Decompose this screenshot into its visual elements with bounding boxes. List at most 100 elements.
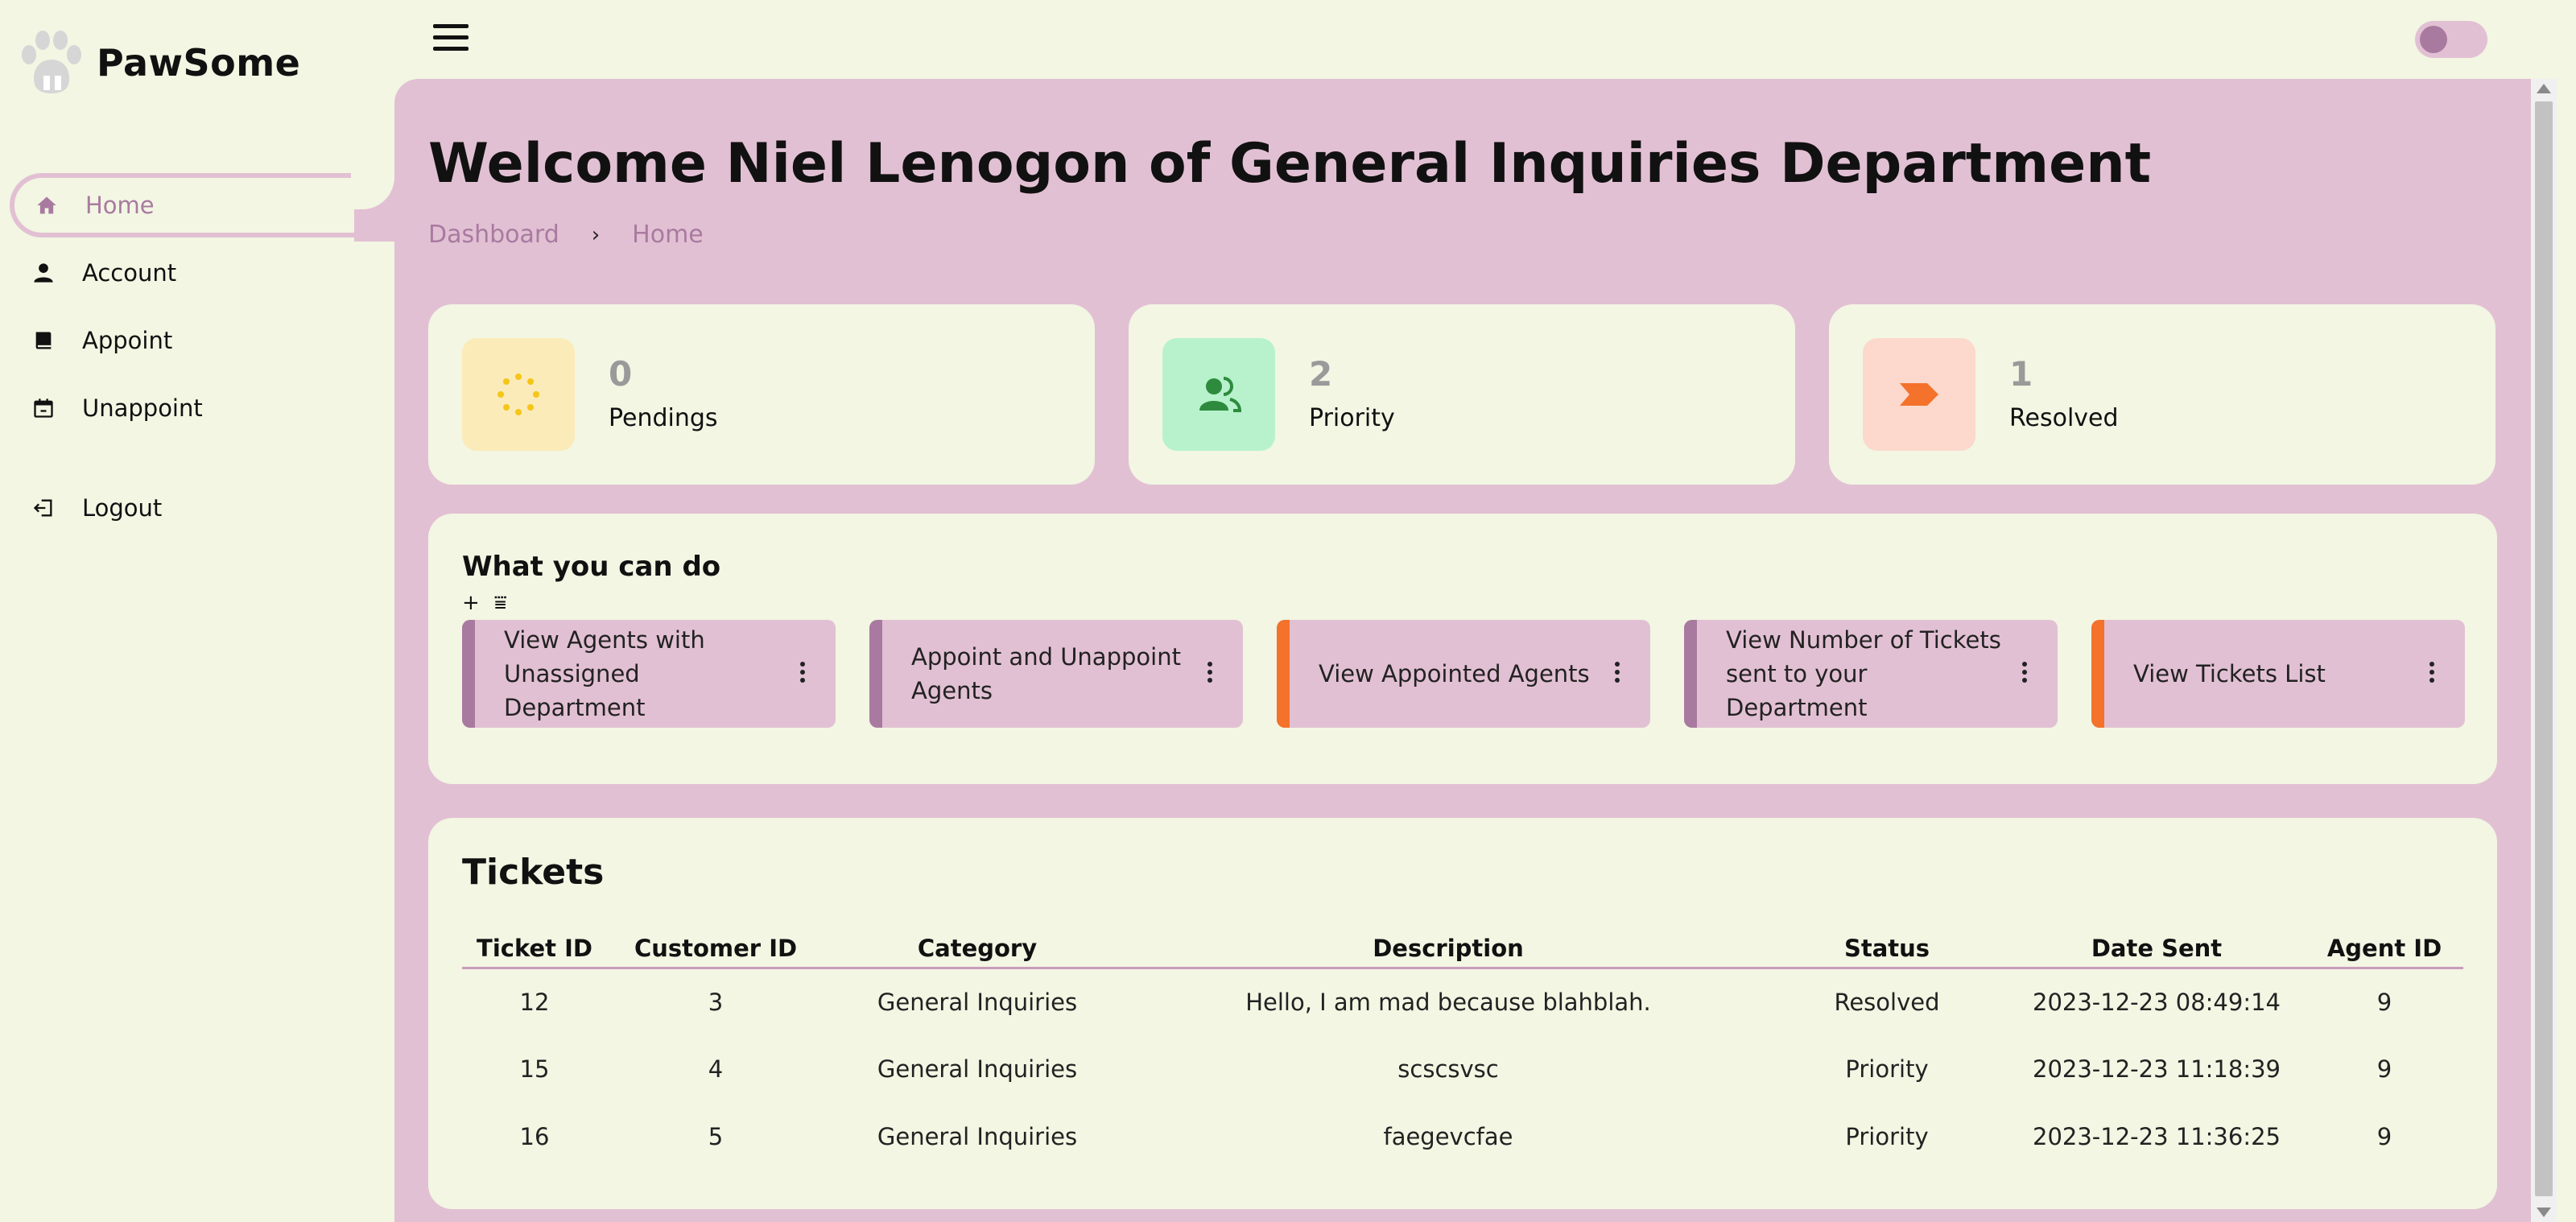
breadcrumb: Dashboard › Home [428, 221, 704, 249]
stat-label: Resolved [2009, 404, 2119, 432]
action-label: View Agents with Unassigned Department [504, 626, 705, 721]
cell-customer-id: 4 [708, 1055, 724, 1083]
column-header[interactable]: Category [824, 931, 1130, 969]
table-header-row: Ticket ID Customer ID Category Descripti… [462, 931, 2463, 969]
stat-card-priority: 2 Priority [1129, 304, 1795, 485]
breadcrumb-separator: › [591, 222, 601, 247]
sidebar-item-home[interactable]: Home [10, 173, 390, 237]
stat-icon-box [1863, 338, 1975, 451]
tile-accent [1277, 620, 1290, 728]
stat-value: 2 [1309, 354, 1333, 394]
action-tile[interactable]: Appoint and Unappoint Agents [869, 620, 1243, 728]
cell-date-sent: 2023-12-23 11:36:25 [2033, 1123, 2281, 1150]
tile-accent [2091, 620, 2104, 728]
cell-ticket-id: 16 [519, 1123, 550, 1150]
scroll-down-arrow-icon[interactable] [2537, 1208, 2551, 1217]
cell-status: Priority [1845, 1055, 1929, 1083]
actions-card: What you can do + ⩸ View Agents with Una… [428, 514, 2497, 784]
stat-label: Pendings [609, 404, 718, 432]
calendar-icon [34, 398, 53, 418]
cell-agent-id: 9 [2376, 1055, 2392, 1083]
stat-card-pendings: 0 Pendings [428, 304, 1095, 485]
main-panel: Welcome Niel Lenogon of General Inquirie… [394, 79, 2531, 1222]
tickets-table: Ticket ID Customer ID Category Descripti… [462, 931, 2463, 1170]
column-header[interactable]: Ticket ID [462, 931, 607, 969]
logout-button[interactable]: Logout [0, 476, 394, 540]
sidebar-item-label: Home [85, 192, 155, 219]
action-tile[interactable]: View Agents with Unassigned Department [462, 620, 836, 728]
table-row[interactable]: 16 5 General Inquiries faegevcfae Priori… [462, 1103, 2463, 1170]
home-icon [37, 196, 56, 214]
brand-name: PawSome [97, 41, 301, 85]
cell-category: General Inquiries [877, 1055, 1078, 1083]
breadcrumb-home[interactable]: Home [632, 221, 704, 249]
paw-logo-icon [22, 31, 81, 93]
action-tile[interactable]: View Number of Tickets sent to your Depa… [1684, 620, 2058, 728]
sidebar-item-label: Unappoint [82, 394, 203, 422]
action-label: View Appointed Agents [1319, 660, 1590, 687]
toggle-knob [2420, 26, 2447, 53]
scroll-up-arrow-icon[interactable] [2537, 84, 2551, 93]
stat-card-resolved: 1 Resolved [1829, 304, 2496, 485]
action-tile[interactable]: View Appointed Agents [1277, 620, 1650, 728]
cell-customer-id: 5 [708, 1123, 724, 1150]
table-row[interactable]: 15 4 General Inquiries scscsvsc Priority… [462, 1035, 2463, 1103]
cell-status: Priority [1845, 1123, 1929, 1150]
cell-date-sent: 2023-12-23 11:18:39 [2033, 1055, 2281, 1083]
cell-customer-id: 3 [708, 988, 724, 1016]
cell-description: scscsvsc [1397, 1055, 1499, 1083]
logout-icon [33, 499, 52, 517]
cell-description: faegevcfae [1383, 1123, 1513, 1150]
sidebar-nav: Home Account Appoint Unappoint Logout [0, 173, 394, 543]
action-label: View Tickets List [2133, 660, 2326, 687]
column-header[interactable]: Customer ID [607, 931, 824, 969]
sidebar: PawSome Home Account Appoint Unappoint L… [0, 0, 394, 1222]
cell-date-sent: 2023-12-23 08:49:14 [2033, 988, 2281, 1016]
stat-icon-box [1162, 338, 1275, 451]
cell-status: Resolved [1834, 988, 1940, 1016]
actions-toolbar: + ⩸ [462, 591, 507, 616]
action-label: View Number of Tickets sent to your Depa… [1726, 626, 2001, 721]
column-header[interactable]: Date Sent [2008, 931, 2306, 969]
theme-toggle[interactable] [2415, 21, 2487, 58]
scroll-thumb[interactable] [2535, 101, 2553, 1196]
stat-value: 1 [2009, 354, 2033, 394]
more-vert-icon[interactable] [800, 662, 805, 686]
breadcrumb-dashboard[interactable]: Dashboard [428, 221, 559, 249]
column-header[interactable]: Agent ID [2306, 931, 2463, 969]
sidebar-item-account[interactable]: Account [0, 241, 394, 305]
column-header[interactable]: Status [1766, 931, 2008, 969]
spinner-icon [497, 374, 539, 415]
nav-divider [0, 444, 394, 476]
more-vert-icon[interactable] [1208, 662, 1212, 686]
sidebar-item-unappoint[interactable]: Unappoint [0, 376, 394, 440]
book-icon [35, 332, 52, 349]
more-vert-icon[interactable] [1615, 662, 1620, 686]
cell-ticket-id: 12 [519, 988, 550, 1016]
brand[interactable]: PawSome [16, 29, 300, 97]
sidebar-item-label: Account [82, 259, 177, 287]
cell-ticket-id: 15 [519, 1055, 550, 1083]
stat-icon-box [462, 338, 575, 451]
action-label: Appoint and Unappoint Agents [911, 643, 1181, 704]
hamburger-icon[interactable] [433, 24, 469, 53]
table-row[interactable]: 12 3 General Inquiries Hello, I am mad b… [462, 968, 2463, 1035]
panel-corner [351, 166, 394, 242]
action-tile[interactable]: View Tickets List [2091, 620, 2465, 728]
scrollbar[interactable] [2531, 79, 2557, 1222]
tickets-card: Tickets Ticket ID Customer ID Category D… [428, 818, 2497, 1209]
column-header[interactable]: Description [1130, 931, 1766, 969]
filter-icon[interactable]: ⩸ [493, 591, 507, 615]
more-vert-icon[interactable] [2022, 662, 2027, 686]
topbar-right-area [2531, 0, 2576, 79]
cell-agent-id: 9 [2376, 1123, 2392, 1150]
stat-value: 0 [609, 354, 633, 394]
add-icon[interactable]: + [462, 591, 480, 615]
cell-category: General Inquiries [877, 988, 1078, 1016]
right-gutter [2557, 79, 2576, 1222]
tile-accent [1684, 620, 1697, 728]
sidebar-item-appoint[interactable]: Appoint [0, 308, 394, 373]
tile-accent [869, 620, 882, 728]
more-vert-icon[interactable] [2429, 662, 2434, 686]
logout-label: Logout [82, 494, 163, 522]
